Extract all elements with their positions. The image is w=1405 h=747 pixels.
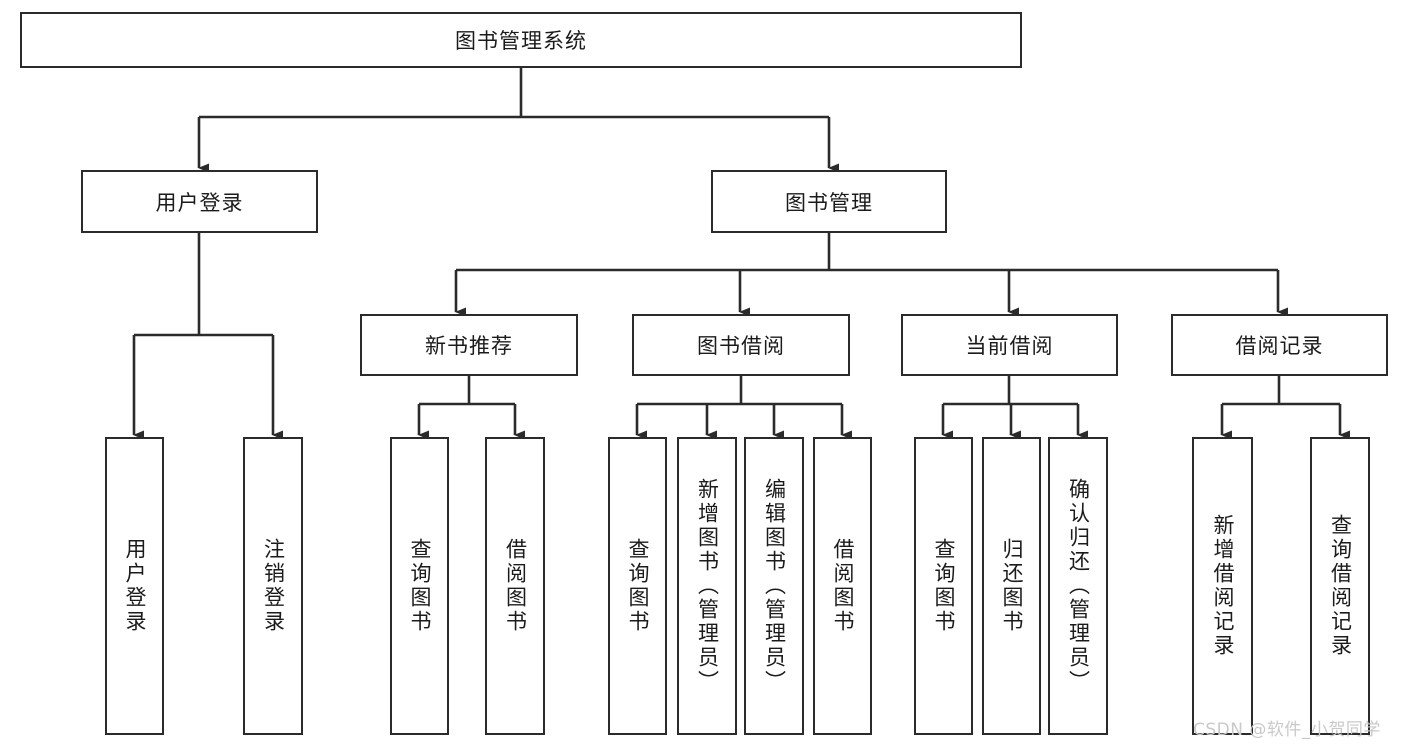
node-label: 借阅图书	[503, 538, 528, 634]
node-label: 编辑图书（管理员）	[762, 478, 787, 694]
node-root-system[interactable]: 图书管理系统	[20, 12, 1022, 68]
node-leaf-borrow-book-2[interactable]: 借阅图书	[813, 437, 872, 735]
node-label: 用户登录	[155, 190, 244, 215]
node-new-book-rec[interactable]: 新书推荐	[360, 314, 578, 376]
node-label: 查询借阅记录	[1328, 514, 1353, 658]
node-book-borrow[interactable]: 图书借阅	[632, 314, 850, 376]
node-leaf-logout[interactable]: 注销登录	[243, 437, 303, 735]
node-label: 归还图书	[1000, 538, 1024, 634]
node-leaf-query-record[interactable]: 查询借阅记录	[1310, 437, 1370, 735]
node-label: 查询图书	[626, 538, 650, 634]
node-leaf-return-book[interactable]: 归还图书	[982, 437, 1041, 735]
node-label: 当前借阅	[965, 334, 1054, 358]
node-label: 新增借阅记录	[1211, 514, 1235, 658]
node-label: 确认归还（管理员）	[1066, 478, 1091, 694]
node-user-login[interactable]: 用户登录	[81, 170, 318, 233]
node-label: 注销登录	[261, 538, 286, 634]
node-current-borrow[interactable]: 当前借阅	[901, 314, 1118, 376]
node-label: 图书管理	[785, 190, 873, 215]
node-label: 借阅图书	[831, 538, 855, 634]
node-leaf-user-login[interactable]: 用户登录	[105, 437, 164, 735]
node-label: 查询图书	[408, 538, 432, 634]
node-label: 用户登录	[123, 538, 147, 634]
node-label: 新增图书（管理员）	[695, 478, 720, 694]
node-book-manage[interactable]: 图书管理	[711, 170, 947, 233]
node-leaf-edit-book[interactable]: 编辑图书（管理员）	[744, 437, 804, 735]
node-borrow-record[interactable]: 借阅记录	[1171, 314, 1388, 376]
node-leaf-query-book-3[interactable]: 查询图书	[914, 437, 973, 735]
node-leaf-query-book-2[interactable]: 查询图书	[608, 437, 667, 735]
node-leaf-borrow-book-1[interactable]: 借阅图书	[485, 437, 545, 735]
node-label: 图书管理系统	[455, 29, 587, 53]
node-leaf-add-record[interactable]: 新增借阅记录	[1192, 437, 1253, 735]
node-label: 借阅记录	[1235, 334, 1324, 358]
node-label: 新书推荐	[425, 334, 513, 358]
node-leaf-add-book[interactable]: 新增图书（管理员）	[677, 437, 737, 735]
node-label: 图书借阅	[697, 334, 785, 358]
node-leaf-query-book-1[interactable]: 查询图书	[390, 437, 449, 735]
node-leaf-confirm-return[interactable]: 确认归还（管理员）	[1048, 437, 1108, 735]
node-label: 查询图书	[932, 538, 956, 634]
